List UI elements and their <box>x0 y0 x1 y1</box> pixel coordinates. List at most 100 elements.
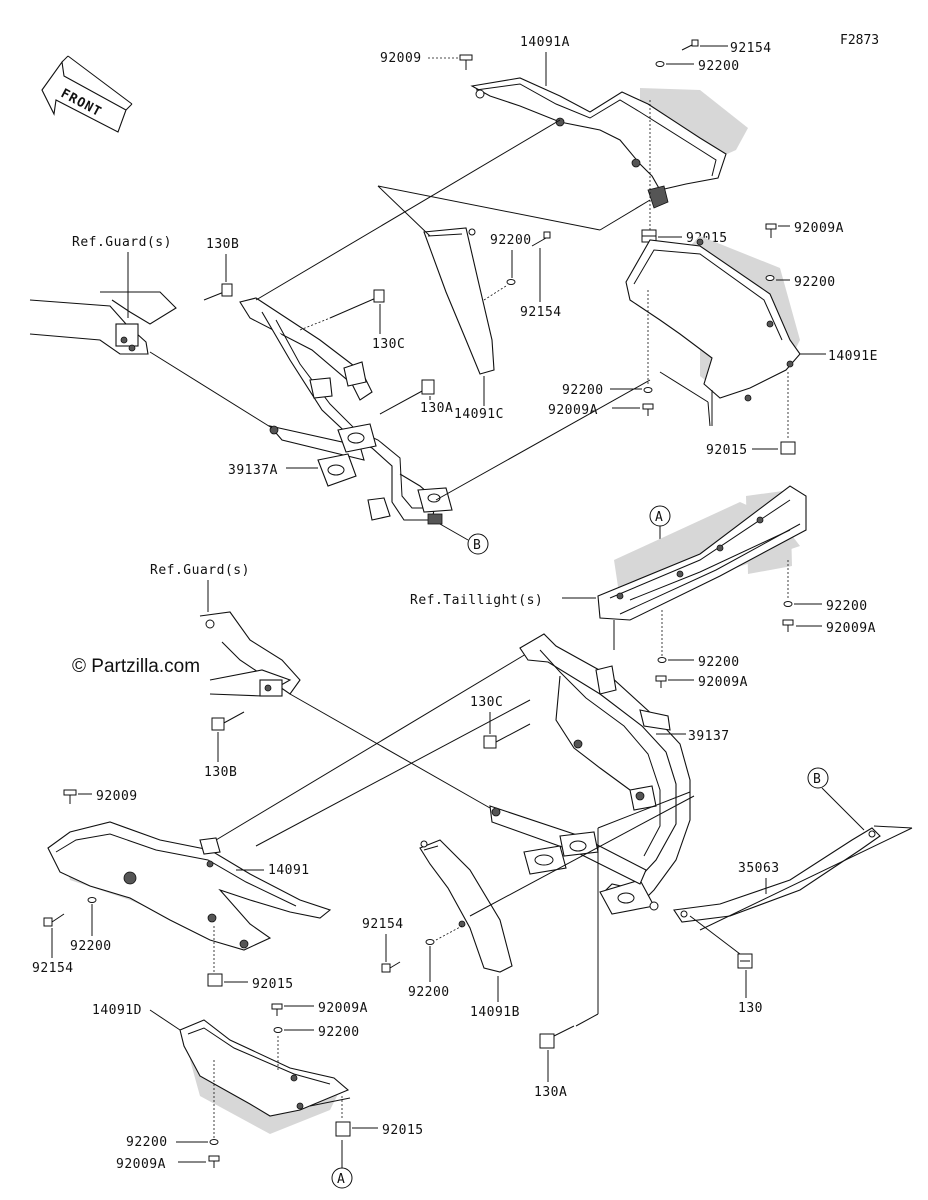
marker-B-lower-text: B <box>813 772 821 787</box>
marker-B-upper <box>467 533 489 555</box>
label-92200-d: 92200 <box>318 1025 360 1040</box>
label-92009A-d2: 92009A <box>116 1157 166 1172</box>
ref-guard-lower: Ref.Guard(s) <box>150 563 250 578</box>
label-39137A: 39137A <box>228 463 278 478</box>
label-92009A-r3: 92009A <box>826 621 876 636</box>
guard-ref-lower <box>199 611 301 697</box>
label-14091C: 14091C <box>454 407 504 422</box>
bolt-130C-upper[interactable] <box>329 289 385 319</box>
label-92009A-r4: 92009A <box>698 675 748 690</box>
marker-B-lower <box>807 767 829 789</box>
label-14091D: 14091D <box>92 1003 142 1018</box>
label-130B-lower: 130B <box>204 765 237 780</box>
label-92015-d: 92015 <box>382 1123 424 1138</box>
bolt-130A-lower[interactable] <box>539 1025 575 1049</box>
label-92154-left: 92154 <box>32 961 74 976</box>
washer-92200-center[interactable] <box>425 939 435 945</box>
label-92009-lower: 92009 <box>96 789 138 804</box>
label-130A-upper: 130A <box>420 401 453 416</box>
label-92200-left: 92200 <box>70 939 112 954</box>
screw-92009A-r2[interactable] <box>642 403 654 416</box>
bolt-130B-lower[interactable] <box>211 711 245 731</box>
washer-92200-r4[interactable] <box>657 657 667 663</box>
bolt-92154-top[interactable] <box>681 39 699 51</box>
label-130B-upper: 130B <box>206 237 239 252</box>
taillight-ref <box>597 485 807 621</box>
label-92200-center: 92200 <box>408 985 450 1000</box>
part-14091D-cover[interactable] <box>179 1019 350 1134</box>
label-14091: 14091 <box>268 863 310 878</box>
bolt-130[interactable] <box>737 953 753 969</box>
marker-B-upper-text: B <box>473 538 481 553</box>
bolt-92154-center[interactable] <box>381 961 401 973</box>
bracket-39137A[interactable] <box>268 423 377 487</box>
label-14091B: 14091B <box>470 1005 520 1020</box>
bolt-130B-upper[interactable] <box>203 283 233 301</box>
label-92200-top: 92200 <box>698 59 740 74</box>
label-35063: 35063 <box>738 861 780 876</box>
washer-92200-mid[interactable] <box>506 279 516 285</box>
label-92015-b: 92015 <box>706 443 748 458</box>
washer-92200-d[interactable] <box>273 1027 283 1033</box>
bracket-frame-lower[interactable] <box>519 633 691 915</box>
label-92200-r1: 92200 <box>794 275 836 290</box>
guard-ref-upper <box>29 291 177 355</box>
label-92009A-d: 92009A <box>318 1001 368 1016</box>
washer-92200-r3[interactable] <box>783 601 793 607</box>
label-92009A-r1: 92009A <box>794 221 844 236</box>
label-92200-d2: 92200 <box>126 1135 168 1150</box>
screw-92009A-r3[interactable] <box>782 619 794 632</box>
label-92009-top: 92009 <box>380 51 422 66</box>
label-92200-r2: 92200 <box>562 383 604 398</box>
bolt-130C-lower[interactable] <box>483 723 531 749</box>
label-14091A: 14091A <box>520 35 570 50</box>
label-92154-mid: 92154 <box>520 305 562 320</box>
ref-guard-upper: Ref.Guard(s) <box>72 235 172 250</box>
copyright: © Partzilla.com <box>72 656 200 677</box>
washer-92200-r2[interactable] <box>643 387 653 393</box>
label-130C-upper: 130C <box>372 337 405 352</box>
bracket-39137[interactable] <box>489 805 647 885</box>
label-92015-c: 92015 <box>252 977 294 992</box>
figure-id: F2873 <box>840 33 879 48</box>
washer-92200-r1[interactable] <box>765 275 775 281</box>
screw-92009-lower[interactable] <box>63 789 77 804</box>
washer-92200-left[interactable] <box>87 897 97 903</box>
screw-92009-top[interactable] <box>459 54 473 70</box>
part-14091A-cover[interactable] <box>470 77 748 209</box>
nut-92015-center-left[interactable] <box>207 973 223 987</box>
part-14091B-cover[interactable] <box>419 839 513 973</box>
part-14091C-cover[interactable] <box>423 227 495 375</box>
label-130C-lower: 130C <box>470 695 503 710</box>
label-92154-center: 92154 <box>362 917 404 932</box>
label-92009A-r2: 92009A <box>548 403 598 418</box>
bolt-92154-left[interactable] <box>43 913 65 927</box>
label-130A-lower: 130A <box>534 1085 567 1100</box>
nut-92015-bottom[interactable] <box>335 1121 351 1137</box>
nut-92015-right[interactable] <box>780 441 796 455</box>
marker-A-upper-text: A <box>655 510 663 525</box>
part-14091-cover[interactable] <box>47 821 332 951</box>
bolt-92154-mid[interactable] <box>531 231 551 247</box>
washer-92200-d2[interactable] <box>209 1139 219 1145</box>
front-arrow-icon: FRONT <box>41 55 133 133</box>
screw-92009A-d[interactable] <box>271 1003 283 1016</box>
label-92154-top: 92154 <box>730 41 772 56</box>
bracket-frame-upper[interactable] <box>239 297 453 525</box>
bracket-35063[interactable] <box>673 827 881 923</box>
screw-92009A-r1[interactable] <box>765 223 777 238</box>
label-92200-r4: 92200 <box>698 655 740 670</box>
ref-taillight: Ref.Taillight(s) <box>410 593 543 608</box>
screw-92009A-r4[interactable] <box>655 675 667 688</box>
label-14091E: 14091E <box>828 349 878 364</box>
screw-92009A-d2[interactable] <box>208 1155 220 1168</box>
label-92200-mid: 92200 <box>490 233 532 248</box>
washer-92200-top[interactable] <box>655 61 665 67</box>
part-14091E-cover[interactable] <box>625 236 801 402</box>
label-39137: 39137 <box>688 729 730 744</box>
label-130: 130 <box>738 1001 763 1016</box>
label-92200-r3: 92200 <box>826 599 868 614</box>
bolt-130A-upper[interactable] <box>379 379 435 415</box>
